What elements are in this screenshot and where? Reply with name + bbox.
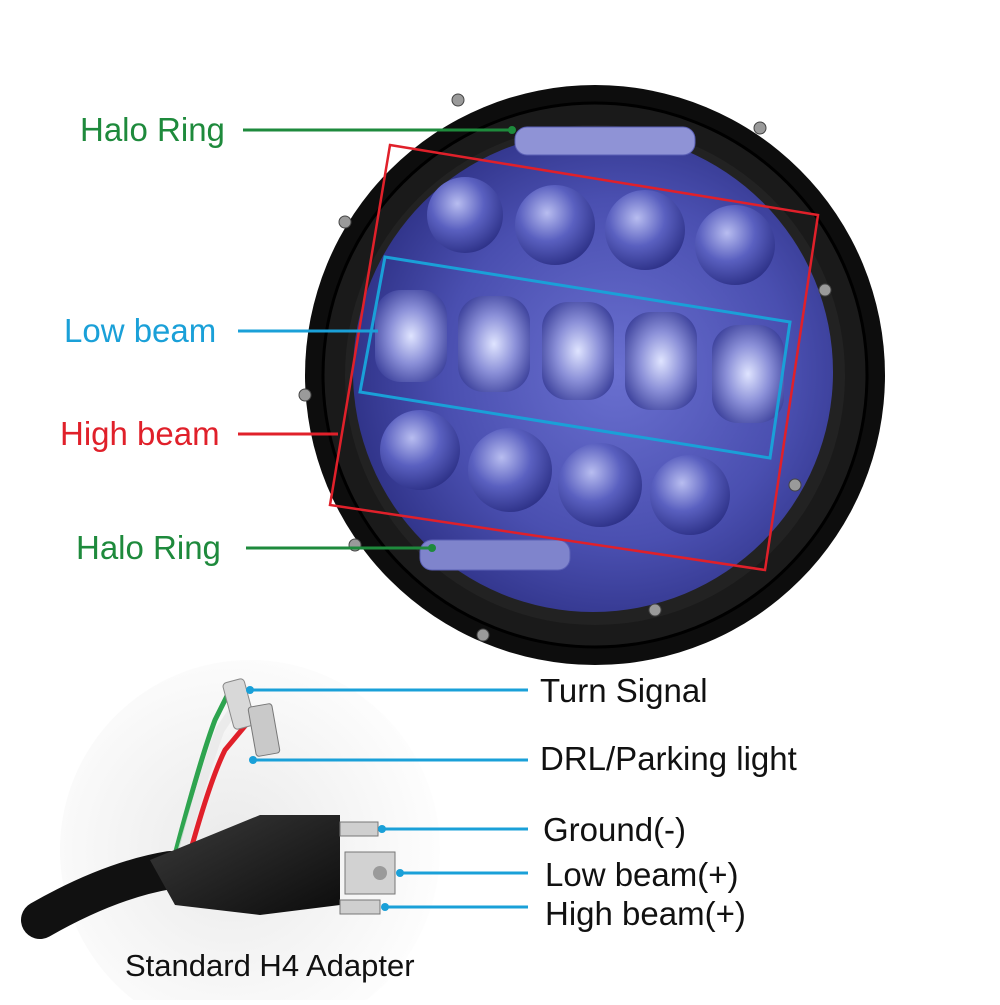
cable bbox=[21, 851, 189, 939]
housing-screws bbox=[298, 93, 832, 642]
reflector bbox=[558, 443, 642, 527]
low-beam-pin bbox=[344, 851, 396, 895]
screw bbox=[753, 121, 767, 135]
ground-pin bbox=[339, 821, 379, 837]
drl-terminal bbox=[247, 703, 281, 757]
pin-hole bbox=[373, 866, 387, 880]
wire-sleeve bbox=[175, 697, 244, 860]
high-beam-pin bbox=[339, 899, 381, 915]
leader-dot bbox=[378, 825, 386, 833]
leader-dot bbox=[246, 686, 254, 694]
leader-dot bbox=[249, 756, 257, 764]
reflector bbox=[427, 177, 503, 253]
connector-leader-dots bbox=[246, 686, 404, 911]
h4-plug bbox=[150, 815, 340, 915]
headlight bbox=[298, 85, 885, 665]
red-wire bbox=[185, 718, 252, 861]
halo-ring-bottom bbox=[419, 539, 571, 571]
reflector bbox=[712, 325, 784, 423]
drl-label: DRL/Parking light bbox=[540, 740, 797, 777]
reflector bbox=[468, 428, 552, 512]
reflector bbox=[650, 455, 730, 535]
reflector bbox=[380, 410, 460, 490]
green-wire bbox=[172, 688, 233, 856]
high-beam-plus-label: High beam(+) bbox=[545, 895, 746, 932]
connector-leaders bbox=[250, 688, 528, 909]
high-beam-reflectors-bottom bbox=[380, 410, 730, 535]
low-beam-outline bbox=[358, 255, 792, 460]
halo-top-leader-dot bbox=[508, 126, 516, 134]
ground-label: Ground(-) bbox=[543, 811, 687, 848]
h4-connector bbox=[21, 660, 440, 1005]
low-beam-reflectors bbox=[375, 290, 784, 423]
high-beam-outline bbox=[328, 143, 820, 572]
reflector bbox=[542, 302, 614, 400]
reflector bbox=[625, 312, 697, 410]
screw bbox=[476, 628, 490, 642]
screw bbox=[451, 93, 465, 107]
leader-dot bbox=[396, 869, 404, 877]
leader-dot bbox=[381, 903, 389, 911]
reflector bbox=[458, 296, 530, 392]
reflector bbox=[695, 205, 775, 285]
low-beam-plus-label: Low beam(+) bbox=[545, 856, 739, 893]
h4-adapter-caption: Standard H4 Adapter bbox=[125, 948, 415, 983]
turn-signal-label: Turn Signal bbox=[540, 672, 708, 709]
halo-ring-top bbox=[514, 126, 696, 156]
screw bbox=[648, 603, 662, 617]
screw bbox=[788, 478, 802, 492]
halo-ring-bottom-label: Halo Ring bbox=[76, 529, 221, 566]
screw bbox=[298, 388, 312, 402]
screw bbox=[338, 215, 352, 229]
high-beam-label: High beam bbox=[60, 415, 220, 452]
screw bbox=[818, 283, 832, 297]
halo-bottom-leader-dot bbox=[428, 544, 436, 552]
reflector bbox=[515, 185, 595, 265]
high-beam-reflectors-top bbox=[427, 177, 775, 285]
halo-ring-top-label: Halo Ring bbox=[80, 111, 225, 148]
reflector bbox=[375, 290, 447, 382]
low-beam-label: Low beam bbox=[64, 312, 217, 349]
reflector bbox=[605, 190, 685, 270]
